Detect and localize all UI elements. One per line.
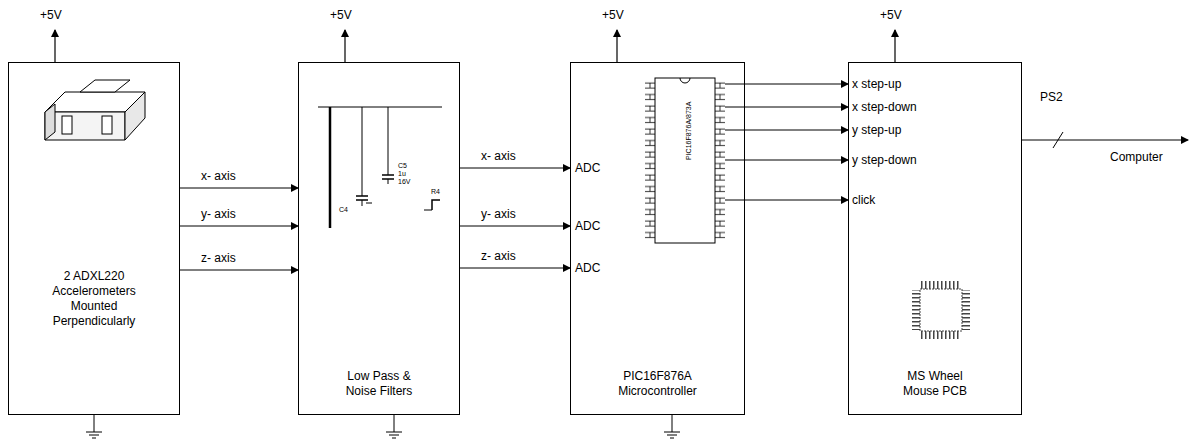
- dip-chip-illustration: [645, 78, 725, 243]
- signal-label: x step-down: [851, 100, 918, 114]
- block-title-row: PIC16F876A Microcontroller: [571, 369, 744, 399]
- block-title-row: MS Wheel Mouse PCB: [849, 369, 1021, 399]
- signal-label: 16V: [398, 178, 410, 186]
- filter-schematic: [318, 107, 442, 228]
- signal-label: y- axis: [480, 207, 517, 221]
- signal-arrow: [460, 226, 570, 227]
- signal-arrow: [745, 107, 848, 108]
- signal-label: R4: [431, 188, 440, 196]
- qfp-chip-illustration: [912, 281, 970, 339]
- block-box: MS Wheel Mouse PCB: [848, 62, 1022, 415]
- signal-arrow: [745, 200, 848, 201]
- signal-label: z- axis: [480, 249, 517, 263]
- signal-label: +5V: [40, 8, 62, 22]
- signal-label: y- axis: [200, 207, 237, 221]
- signal-arrow: [745, 130, 848, 131]
- signal-label: C4: [339, 206, 348, 214]
- signal-arrow: [460, 268, 570, 269]
- signal-label: x step-up: [851, 77, 902, 91]
- block-title: 2 ADXL220 Accelerometers Mounted Perpend…: [42, 269, 146, 329]
- block-title: PIC16F876A Microcontroller: [610, 369, 706, 399]
- block-box: 2 ADXL220 Accelerometers Mounted Perpend…: [8, 62, 180, 415]
- signal-arrow: [180, 270, 298, 271]
- block-title: Low Pass & Noise Filters: [337, 369, 421, 399]
- signal-label: z- axis: [200, 251, 237, 265]
- signal-label: y step-down: [851, 153, 918, 167]
- ps2-line: [1022, 132, 1188, 148]
- signal-arrow: [745, 160, 848, 161]
- signal-label: x- axis: [480, 149, 517, 163]
- signal-label: PS2: [1040, 90, 1063, 104]
- signal-label: ADC: [575, 219, 600, 233]
- block-title-row: Low Pass & Noise Filters: [299, 369, 459, 399]
- signal-label: 1u: [398, 170, 406, 178]
- signal-label: x- axis: [200, 169, 237, 183]
- signal-arrow: [180, 188, 298, 189]
- signal-arrow: [745, 84, 848, 85]
- pin-stub: [725, 84, 745, 200]
- signal-label: +5V: [880, 8, 902, 22]
- signal-label: click: [851, 193, 876, 207]
- signal-label: Computer: [1110, 150, 1163, 164]
- signal-label: PIC16F876A/873A: [685, 102, 693, 160]
- block-title-row: 2 ADXL220 Accelerometers Mounted Perpend…: [9, 269, 179, 329]
- signal-arrow: [460, 168, 570, 169]
- signal-label: C5: [398, 162, 407, 170]
- signal-label: ADC: [575, 161, 600, 175]
- signal-label: ADC: [575, 261, 600, 275]
- signal-arrow: [180, 226, 298, 227]
- block-box: PIC16F876A Microcontroller: [570, 62, 745, 415]
- block-title: MS Wheel Mouse PCB: [893, 369, 977, 399]
- ground-symbol: [86, 415, 680, 438]
- signal-label: +5V: [330, 8, 352, 22]
- supply-arrow: [55, 30, 895, 62]
- block-box: Low Pass & Noise Filters: [298, 62, 460, 415]
- accelerometer-illustration: [45, 80, 145, 140]
- signal-label: +5V: [602, 8, 624, 22]
- signal-label: y step-up: [851, 123, 902, 137]
